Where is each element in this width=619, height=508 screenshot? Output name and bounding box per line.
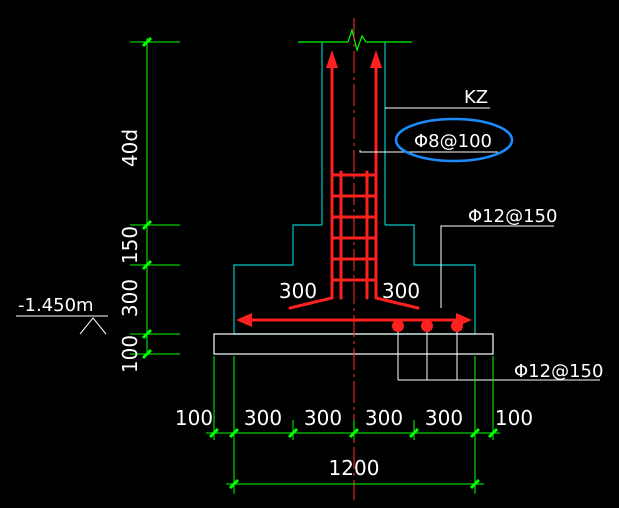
vertical-dimension-ticks — [141, 36, 153, 360]
rebar-cage — [238, 62, 470, 322]
highlight-circle — [394, 117, 514, 163]
dim-40d: 40d — [118, 129, 142, 167]
horizontal-dimension-ticks — [208, 427, 499, 490]
hdim-1: 100 — [175, 406, 213, 430]
hdim-2: 300 — [244, 406, 282, 430]
hdim-4: 300 — [365, 406, 403, 430]
vertical-dimension-chain — [130, 38, 180, 356]
inner-dim-right: 300 — [382, 279, 420, 303]
stirrup-label: Φ8@100 — [414, 131, 492, 152]
top-rebar-label: Φ12@150 — [468, 206, 557, 227]
hdim-3: 300 — [304, 406, 342, 430]
inner-dim-left: 300 — [279, 279, 317, 303]
column-break-line — [298, 27, 412, 53]
elevation-label: -1.450m — [18, 295, 94, 316]
dim-150: 150 — [118, 226, 142, 264]
hdim-5: 300 — [425, 406, 463, 430]
overall-dim: 1200 — [329, 456, 380, 480]
dim-300: 300 — [118, 279, 142, 317]
bottom-rebar-dots — [392, 320, 463, 332]
bottom-rebar-label: Φ12@150 — [514, 361, 603, 382]
leader-lines — [16, 107, 600, 381]
hdim-6: 100 — [495, 406, 533, 430]
dim-100: 100 — [118, 335, 142, 373]
column-label: KZ — [464, 87, 488, 108]
